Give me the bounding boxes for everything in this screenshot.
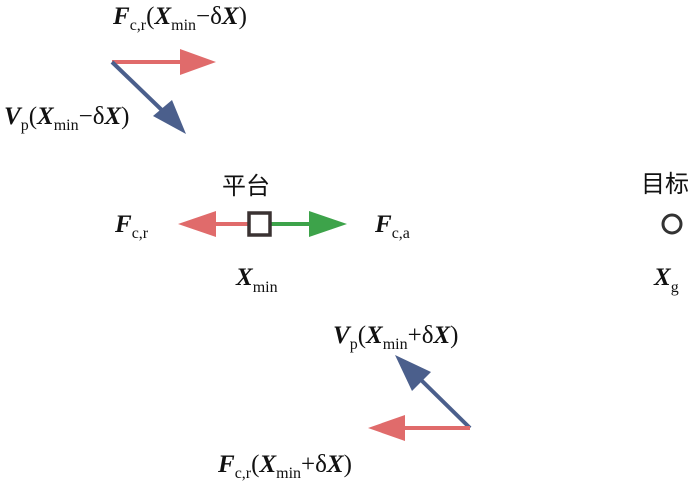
bottom-velocity-arrow	[395, 355, 472, 430]
label-target: 目标	[641, 170, 689, 198]
label-bottom-velocity: Vp(Xmin+δX)	[333, 322, 459, 353]
center-repulsive-arrow	[178, 211, 249, 237]
label-top-velocity: Vp(Xmin−δX)	[4, 103, 130, 134]
top-velocity-arrow	[110, 60, 186, 134]
label-position-goal: Xg	[653, 264, 679, 296]
target-marker	[661, 213, 683, 235]
platform-marker	[247, 211, 272, 237]
bottom-repulsive-arrow	[368, 415, 470, 441]
label-center-attractive: Fc,a	[374, 211, 410, 242]
label-position-min: Xmin	[235, 264, 278, 296]
label-bottom-repulsive-force: Fc,r(Xmin+δX)	[217, 451, 352, 482]
label-top-repulsive-force: Fc,r(Xmin−δX)	[112, 3, 247, 34]
top-repulsive-arrow	[112, 49, 216, 75]
center-attractive-arrow	[270, 211, 347, 237]
label-platform: 平台	[222, 172, 270, 200]
label-center-repulsive: Fc,r	[114, 211, 149, 242]
